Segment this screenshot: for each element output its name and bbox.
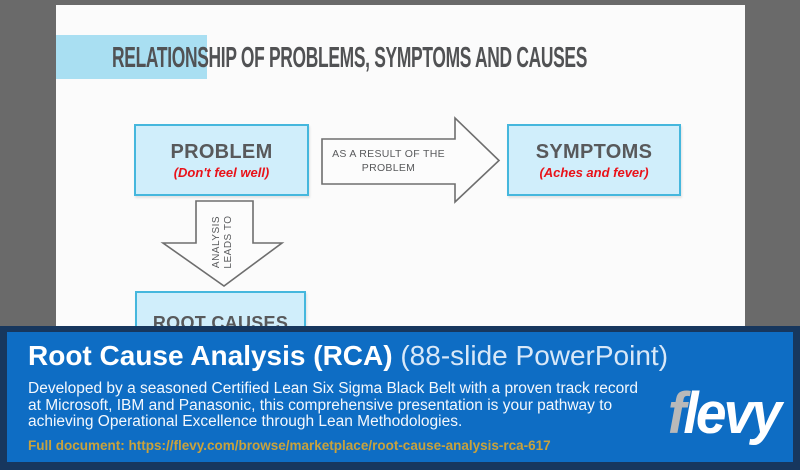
description-line-3: achieving Operational Excellence through… — [28, 413, 463, 431]
symptoms-sublabel: (Aches and fever) — [539, 164, 649, 180]
info-banner: Root Cause Analysis (RCA) (88-slide Powe… — [0, 326, 800, 470]
banner-title-row: Root Cause Analysis (RCA) (88-slide Powe… — [28, 340, 668, 372]
as-a-result-arrow-label: AS A RESULT OF THE PROBLEM — [322, 139, 455, 184]
problem-label: PROBLEM — [170, 140, 273, 163]
arrow-down-label-line2: LEADS TO — [223, 215, 234, 269]
analysis-leads-to-label: ANALYSIS LEADS TO — [210, 207, 236, 277]
flevy-logo-levy: levy — [683, 381, 782, 446]
arrow-right-label-line2: PROBLEM — [361, 161, 416, 174]
slide-title: RELATIONSHIP OF PROBLEMS, SYMPTOMS AND C… — [112, 42, 588, 74]
arrow-right-label-line1: AS A RESULT OF THE — [332, 148, 445, 161]
document-format: (88-slide PowerPoint) — [400, 340, 669, 371]
info-banner-inner: Root Cause Analysis (RCA) (88-slide Powe… — [7, 332, 793, 462]
full-document-link[interactable]: Full document: https://flevy.com/browse/… — [28, 438, 551, 453]
document-description: Developed by a seasoned Certified Lean S… — [28, 380, 638, 431]
description-line-1: Developed by a seasoned Certified Lean S… — [28, 380, 638, 397]
document-title: Root Cause Analysis (RCA) — [28, 340, 393, 371]
problem-sublabel: (Don't feel well) — [173, 164, 270, 180]
flevy-logo-f: f — [667, 381, 686, 446]
symptoms-box: SYMPTOMS (Aches and fever) — [507, 124, 681, 196]
problem-box: PROBLEM (Don't feel well) — [134, 124, 309, 196]
arrow-down-label-line1: ANALYSIS — [211, 215, 222, 269]
slide-canvas: RELATIONSHIP OF PROBLEMS, SYMPTOMS AND C… — [56, 5, 745, 361]
description-line-2: at Microsoft, IBM and Panasonic, this co… — [28, 396, 613, 414]
flevy-logo: flevy — [667, 380, 782, 447]
title-highlight-bar — [56, 35, 207, 79]
symptoms-label: SYMPTOMS — [535, 140, 653, 163]
